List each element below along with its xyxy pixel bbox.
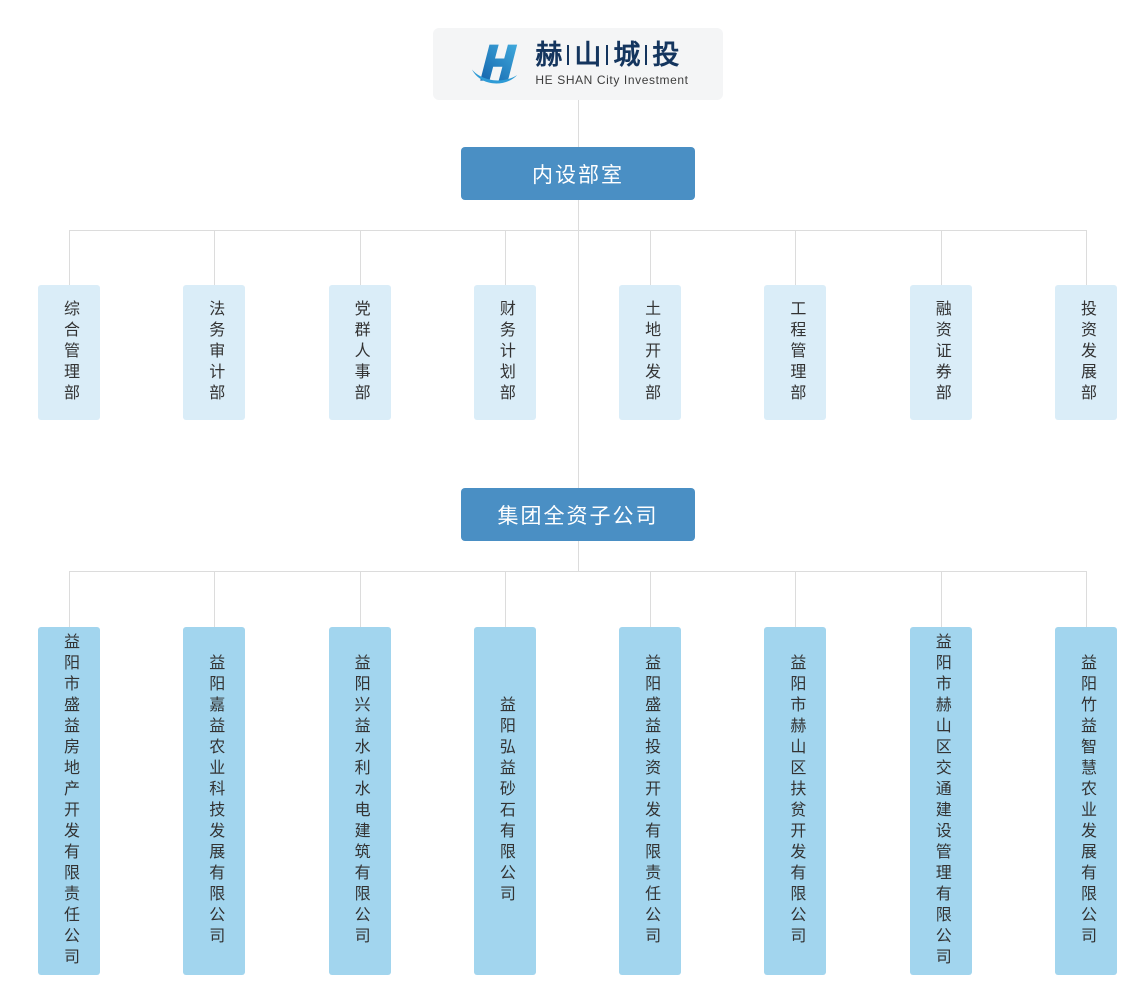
department-box: 工程管理部 xyxy=(764,230,827,420)
logo: 赫山城投 HE SHAN City Investment xyxy=(433,28,723,100)
logo-title-divider xyxy=(567,45,570,65)
subsidiaries-row: 益阳市盛益房地产开发有限责任公司 益阳嘉益农业科技发展有限公司 益阳兴益水利水电建筑… xyxy=(38,571,1117,975)
subsidiary-box: 益阳盛益投资开发有限责任公司 xyxy=(619,571,682,975)
connector-departments-horizontal xyxy=(69,230,1086,231)
department-box: 综合管理部 xyxy=(38,230,100,420)
department-box: 财务计划部 xyxy=(473,230,536,420)
subsidiary-box: 益阳兴益水利水电建筑有限公司 xyxy=(328,571,391,975)
subsidiary-box: 益阳弘益砂石有限公司 xyxy=(473,571,536,975)
subsidiary-box-label: 益阳市盛益房地产开发有限责任公司 xyxy=(61,633,78,969)
department-box-label: 综合管理部 xyxy=(61,300,78,405)
department-box-label: 财务计划部 xyxy=(496,300,514,405)
departments-row: 综合管理部 法务审计部 党群人事部 财务计划部 土地开发部 工程管理部 融资证券部 投资发展部 xyxy=(38,230,1117,420)
subsidiary-box-label: 益阳市赫山区扶贫开发有限公司 xyxy=(787,654,805,948)
subsidiary-box-label: 益阳市赫山区交通建设管理有限公司 xyxy=(932,633,950,969)
connector-departments-to-subsidiaries xyxy=(578,200,579,488)
logo-title-char: 山 xyxy=(574,39,602,70)
subsidiary-box-label: 益阳兴益水利水电建筑有限公司 xyxy=(351,654,369,948)
department-box-label: 工程管理部 xyxy=(787,300,805,405)
logo-title: 赫山城投 xyxy=(535,39,680,70)
subsidiary-box-label: 益阳盛益投资开发有限责任公司 xyxy=(642,654,660,948)
subsidiary-box: 益阳嘉益农业科技发展有限公司 xyxy=(183,571,246,975)
connector-subsidiaries-header-down xyxy=(578,541,579,571)
department-box-label: 融资证券部 xyxy=(932,300,950,405)
subsidiary-box: 益阳竹益智慧农业发展有限公司 xyxy=(1054,571,1117,975)
connector-logo-to-departments xyxy=(578,100,579,147)
subsidiary-box: 益阳市赫山区交通建设管理有限公司 xyxy=(909,571,972,975)
department-box-label: 土地开发部 xyxy=(642,300,660,405)
department-box: 法务审计部 xyxy=(183,230,246,420)
company-logo-icon xyxy=(472,44,518,84)
subsidiary-box: 益阳市赫山区扶贫开发有限公司 xyxy=(764,571,827,975)
connector-subsidiaries-horizontal xyxy=(69,571,1086,572)
subsidiary-box-label: 益阳竹益智慧农业发展有限公司 xyxy=(1077,654,1095,948)
departments-header: 内设部室 xyxy=(461,147,695,200)
logo-subtitle: HE SHAN City Investment xyxy=(535,72,689,87)
subsidiary-box: 益阳市盛益房地产开发有限责任公司 xyxy=(38,571,100,975)
logo-title-char: 赫 xyxy=(535,39,563,70)
department-box-label: 投资发展部 xyxy=(1077,300,1095,405)
subsidiaries-header: 集团全资子公司 xyxy=(461,488,695,541)
logo-title-divider xyxy=(645,45,648,65)
department-box: 党群人事部 xyxy=(328,230,391,420)
department-box-label: 法务审计部 xyxy=(206,300,224,405)
subsidiary-box-label: 益阳嘉益农业科技发展有限公司 xyxy=(206,654,224,948)
logo-title-char: 城 xyxy=(613,39,641,70)
department-box: 土地开发部 xyxy=(619,230,682,420)
department-box: 融资证券部 xyxy=(909,230,972,420)
logo-title-char: 投 xyxy=(652,39,680,70)
logo-title-divider xyxy=(606,45,609,65)
logo-text: 赫山城投 HE SHAN City Investment xyxy=(535,39,689,87)
department-box: 投资发展部 xyxy=(1054,230,1117,420)
department-box-label: 党群人事部 xyxy=(351,300,369,405)
subsidiary-box-label: 益阳弘益砂石有限公司 xyxy=(496,696,514,906)
